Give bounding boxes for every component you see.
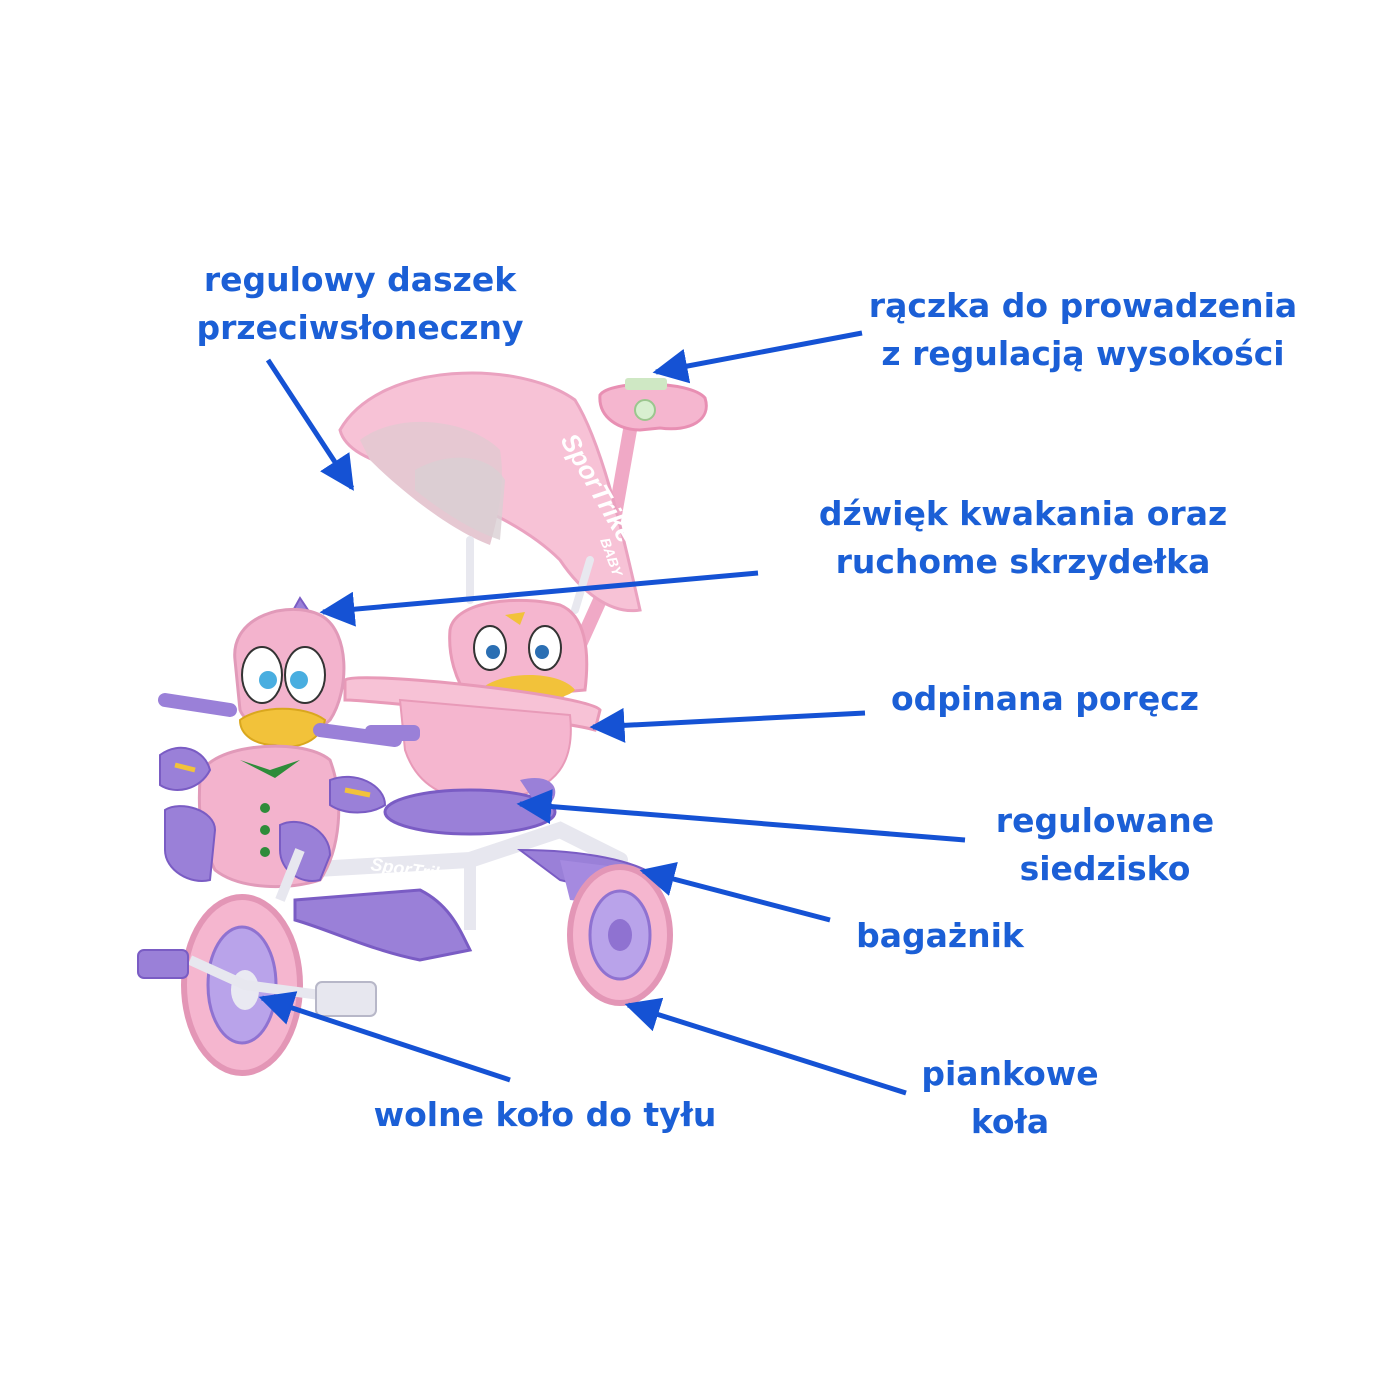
rear-wheel [567,864,673,1006]
arrow-canopy [265,358,355,491]
annotation-arrows [258,330,966,1096]
duck-figure [159,596,387,888]
arrow-safety-bar [589,707,866,743]
arrow-wheels [624,997,907,1096]
pedals [137,949,377,1017]
label-canopy: regulowy daszek przeciwsłoneczny [196,260,524,347]
arrow-trunk [639,862,831,923]
label-seat: regulowane siedzisko [995,801,1215,888]
label-trunk: bagażnik [856,916,1024,955]
label-freewheel: wolne koło do tyłu [373,1095,717,1134]
label-safety-bar: odpinana poręcz [891,679,1199,718]
seat-back [448,598,589,702]
sun-canopy: SporTrike BABY [338,371,642,614]
arrow-seat [516,789,966,843]
label-push-handle: rączka do prowadzenia z regulacją wysoko… [868,286,1298,373]
arrow-push-handle [652,330,863,384]
arrow-freewheel [258,991,511,1083]
handlebars [158,693,402,747]
safety-bar-and-seat [339,676,602,836]
arrow-duck-sound [319,570,759,627]
tricycle: SporTrike BABY [137,371,708,1076]
label-wheels: piankowe koła [921,1054,1099,1141]
label-duck-sound: dźwięk kwakania oraz ruchome skrzydełka [818,494,1228,581]
